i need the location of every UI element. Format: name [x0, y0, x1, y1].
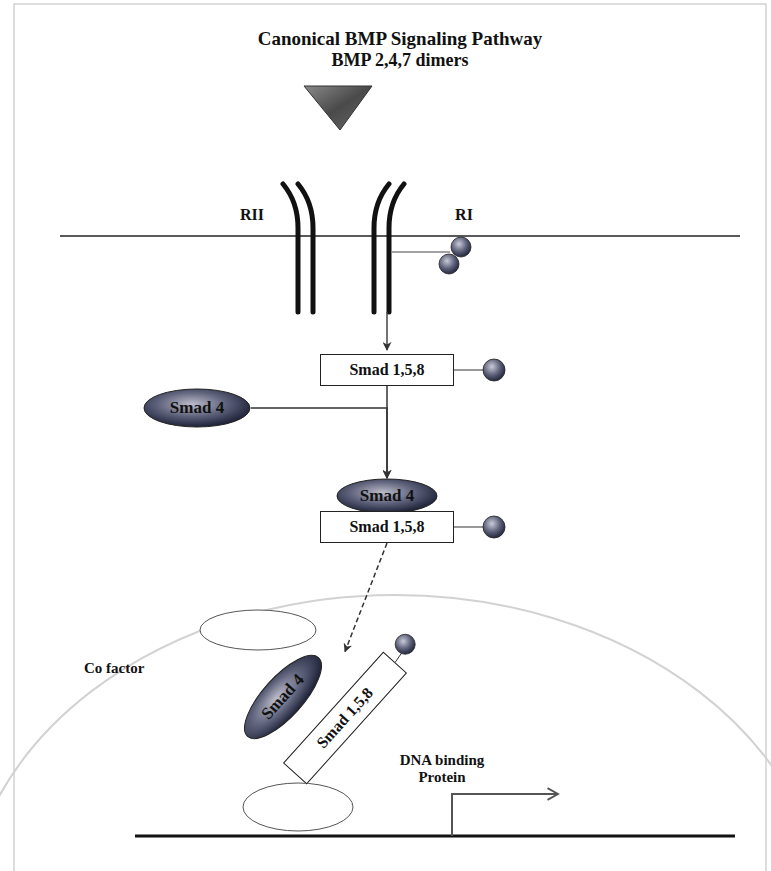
phosphate [483, 359, 505, 381]
protein-label: DNA binding Protein [390, 752, 494, 786]
phosphate [451, 237, 471, 257]
frame [14, 4, 766, 871]
node-text: Smad 4 [360, 486, 414, 506]
signal-arrow [345, 543, 387, 652]
node-ellipse [144, 389, 250, 427]
phosphate-link [454, 527, 483, 528]
activation-arrow [386, 312, 388, 350]
transcription-arrow [452, 794, 558, 836]
receptor-chain [283, 184, 298, 312]
receptor-chain [298, 184, 313, 312]
phosphate [483, 516, 505, 538]
nucleus [0, 595, 771, 871]
phosphate-link [395, 652, 402, 662]
receptor-label: RII [232, 206, 272, 224]
phosphate [395, 634, 415, 654]
node-text: Smad 4 [170, 398, 224, 418]
receptor-label: RI [444, 206, 484, 224]
ligand-label: BMP 2,4,7 dimers [20, 50, 771, 71]
phosphate [439, 254, 459, 274]
smad-box: Smad 1,5,8 [320, 354, 454, 386]
dna-binding-protein [243, 783, 353, 831]
receptor-rii [283, 184, 313, 312]
phosphate-link [454, 370, 483, 371]
node-ellipse [337, 479, 437, 513]
phosphate-link [392, 252, 450, 253]
smad-ellipse: Smad 4 [143, 388, 251, 428]
receptor-chain [389, 184, 404, 312]
bmp-ligand [304, 86, 372, 130]
cell-membrane [60, 235, 740, 237]
smad-ellipse: Smad 4 [336, 478, 438, 514]
receptor-ri [374, 184, 404, 312]
node-text: Smad 1,5,8 [349, 518, 424, 536]
smad-box: Smad 1,5,8 [320, 511, 454, 543]
cofactor-shape [200, 610, 316, 650]
signal-arrow [386, 386, 388, 478]
cofactor-label: Co factor [84, 660, 174, 677]
title: Canonical BMP Signaling Pathway [20, 28, 771, 50]
signal-arrow [251, 408, 387, 478]
dna-strand [135, 835, 735, 838]
node-text: Smad 1,5,8 [349, 361, 424, 379]
node-text: Smad 1,5,8 [313, 684, 377, 752]
